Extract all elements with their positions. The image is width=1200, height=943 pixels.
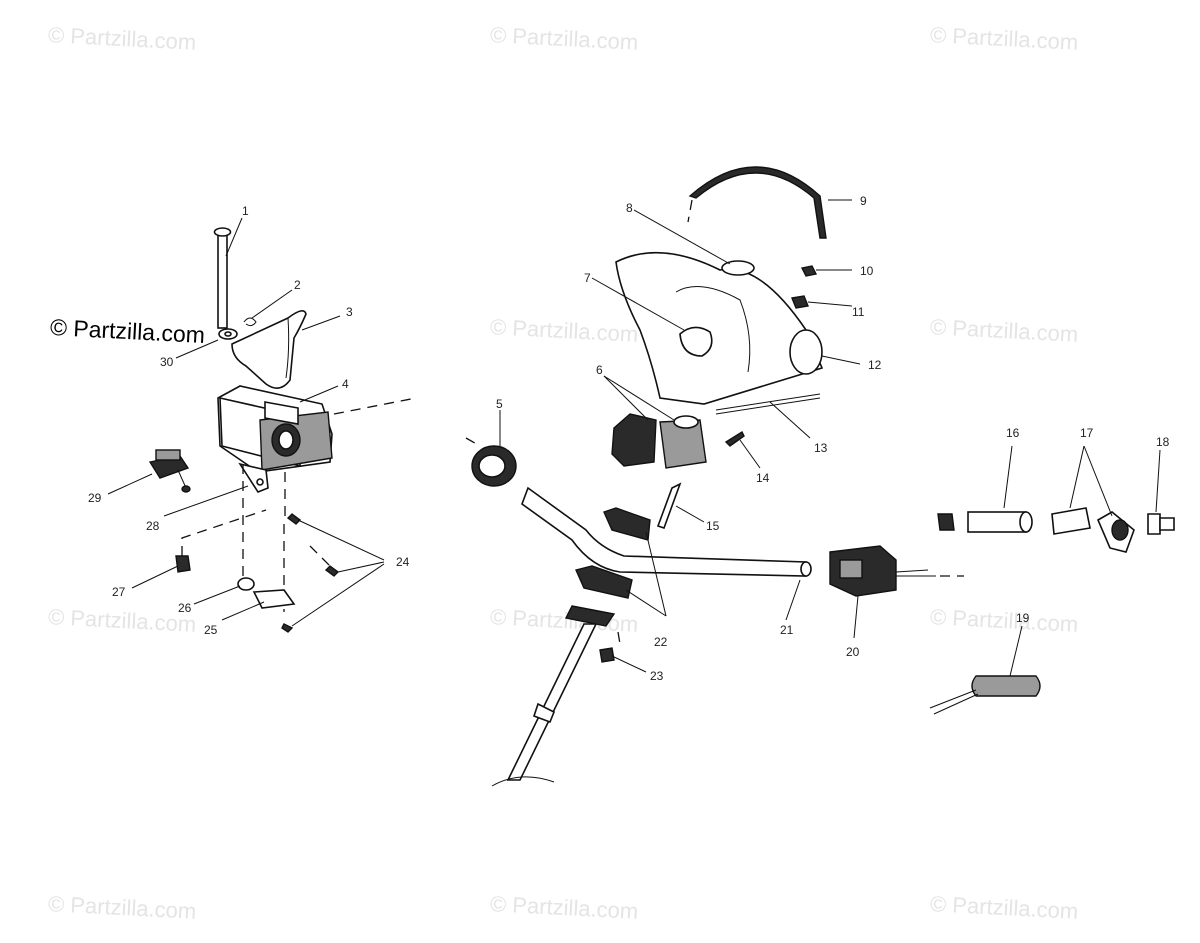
callout-10: 10 (860, 264, 874, 278)
callout-20: 20 (846, 645, 860, 659)
part-11-nut[interactable] (791, 295, 809, 309)
callout-25: 25 (204, 623, 218, 637)
part-10-nut[interactable] (800, 265, 818, 277)
part-6-clamp-blocks[interactable] (611, 413, 707, 469)
callout-15: 15 (706, 519, 720, 533)
callout-8: 8 (626, 201, 633, 215)
steering-post[interactable] (491, 605, 616, 787)
part-14-screw[interactable] (724, 430, 745, 447)
callout-2: 2 (294, 278, 301, 292)
callout-17: 17 (1080, 426, 1094, 440)
part-2-clip[interactable] (243, 317, 257, 327)
callout-29: 29 (88, 491, 102, 505)
callout-18: 18 (1156, 435, 1170, 449)
part-27-nut[interactable] (175, 509, 267, 573)
part-24-screws[interactable] (281, 513, 340, 633)
part-22-clamp[interactable] (575, 507, 651, 599)
callout-11: 11 (852, 305, 865, 319)
callout-21: 21 (780, 623, 794, 637)
part-26-clip-ring[interactable] (237, 577, 255, 591)
part-4-headlight-housing[interactable] (217, 385, 333, 473)
part-15-bolt[interactable] (656, 482, 682, 530)
callout-19: 19 (1016, 611, 1030, 625)
callout-30: 30 (160, 355, 174, 369)
callout-14: 14 (756, 471, 770, 485)
callout-1: 1 (242, 204, 249, 218)
callout-24: 24 (396, 555, 410, 569)
part-19-heater-element[interactable] (929, 675, 1041, 715)
callout-16: 16 (1006, 426, 1020, 440)
part-13-trim-strip[interactable] (715, 393, 821, 415)
part-9-strap[interactable] (687, 166, 827, 239)
part-8-oval-pad[interactable] (721, 260, 755, 276)
part-25-plate[interactable] (252, 589, 296, 609)
callout-4: 4 (342, 377, 349, 391)
part-20-switch-housing[interactable] (829, 545, 936, 597)
callout-23: 23 (650, 669, 664, 683)
part-16-grip[interactable] (937, 511, 1033, 533)
part-7-emblem[interactable] (679, 326, 713, 357)
part-23-nut[interactable] (599, 647, 615, 663)
callout-6: 6 (596, 363, 603, 377)
part-17-grip-ends[interactable] (1051, 507, 1135, 553)
callout-12: 12 (868, 358, 882, 372)
part-29-connector[interactable] (148, 449, 191, 493)
part-12-handlebar-pad[interactable] (615, 251, 824, 405)
leader-lines (107, 199, 1161, 677)
part-21-handlebar[interactable] (521, 486, 812, 577)
callout-13: 13 (814, 441, 828, 455)
callout-3: 3 (346, 305, 353, 319)
part-3-bracket[interactable] (231, 310, 307, 389)
callout-5: 5 (496, 397, 503, 411)
callout-27: 27 (112, 585, 126, 599)
callout-7: 7 (584, 271, 591, 285)
part-1-bolt[interactable] (213, 227, 232, 329)
callout-26: 26 (178, 601, 192, 615)
part-18-bolt[interactable] (1147, 513, 1175, 535)
callout-22: 22 (654, 635, 668, 649)
part-28-mount-bracket[interactable] (238, 462, 269, 493)
part-30-washer[interactable] (218, 328, 238, 340)
callout-9: 9 (860, 194, 867, 208)
part-5-grip-collar[interactable] (471, 445, 517, 487)
callout-28: 28 (146, 519, 160, 533)
